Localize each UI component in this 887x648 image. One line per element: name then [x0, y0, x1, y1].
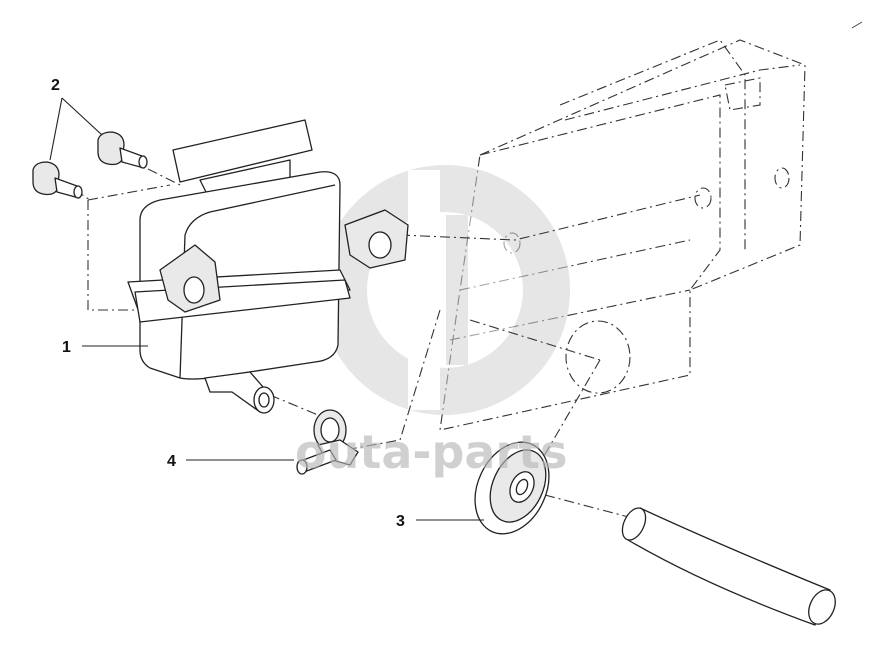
watermark-logo — [320, 165, 570, 415]
screw-lower — [32, 161, 83, 199]
callout-2: 2 — [49, 77, 103, 161]
reservoir-tank — [127, 119, 409, 414]
screw-upper — [97, 131, 148, 169]
callout-4: 4 — [167, 453, 294, 470]
callout-label-1: 1 — [62, 339, 71, 356]
callout-label-2: 2 — [51, 77, 60, 94]
callout-1: 1 — [62, 339, 148, 356]
corner-mark — [851, 21, 863, 29]
hose — [621, 507, 836, 626]
callout-label-4: 4 — [167, 453, 176, 470]
callout-3: 3 — [396, 513, 484, 530]
callout-label-3: 3 — [396, 513, 405, 530]
grommet — [474, 441, 550, 535]
hose-clamp — [296, 409, 359, 475]
watermark-text: outa-parts — [295, 425, 568, 479]
